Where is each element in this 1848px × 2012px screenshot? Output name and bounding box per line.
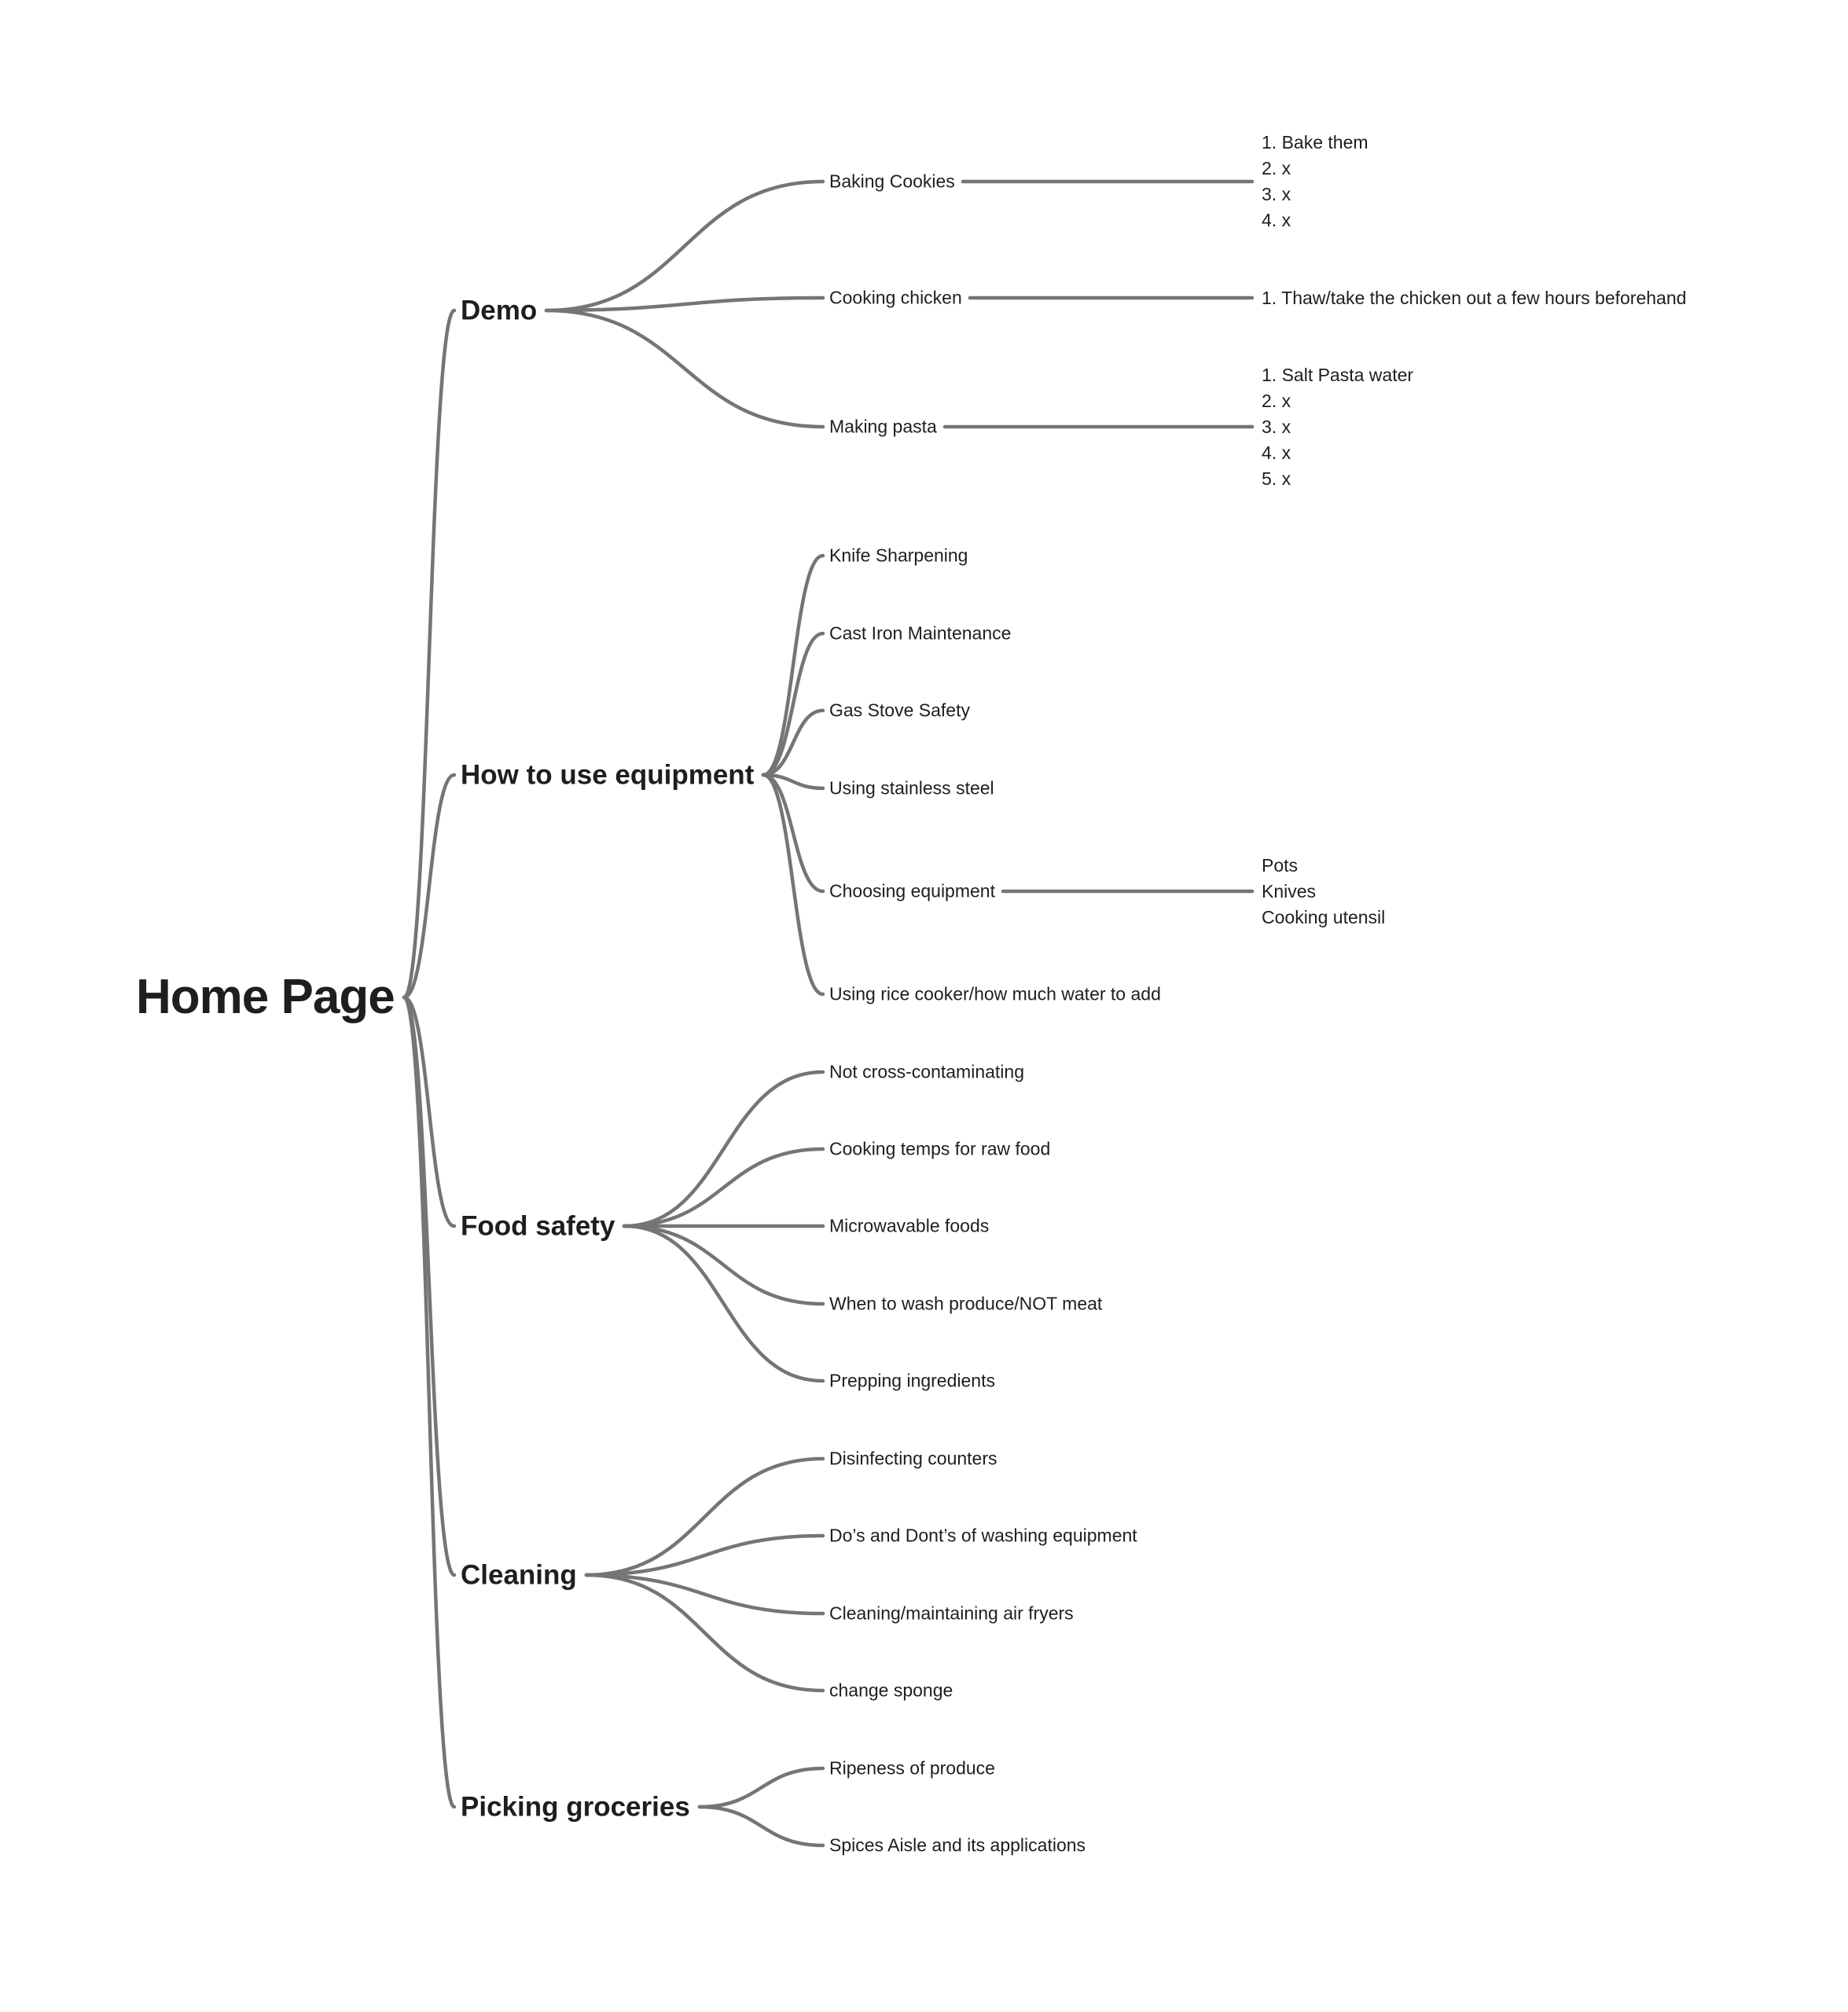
topic-node-ripeness-of-produce[interactable]: Ripeness of produce <box>829 1757 995 1779</box>
connector-how-to-use-equipment-to-using-rice-cooker-how-much-water-to-add <box>761 773 825 997</box>
detail-item[interactable]: Cooking utensil <box>1262 906 1386 927</box>
connector-how-to-use-equipment-to-choosing-equipment <box>761 773 825 894</box>
detail-item[interactable]: 5. x <box>1262 468 1291 489</box>
connector-picking-groceries-to-spices-aisle-and-its-applications <box>697 1805 825 1848</box>
connector-food-safety-to-when-to-wash-produce-not-meat <box>622 1224 825 1306</box>
topic-node-do-s-and-dont-s-of-washing-equipment[interactable]: Do’s and Dont’s of washing equipment <box>829 1525 1137 1546</box>
connector-demo-to-cooking-chicken <box>544 296 825 313</box>
connector-picking-groceries-to-ripeness-of-produce <box>697 1766 825 1809</box>
topic-node-change-sponge[interactable]: change sponge <box>829 1680 953 1701</box>
detail-item[interactable]: 4. x <box>1262 442 1291 463</box>
topic-node-using-stainless-steel[interactable]: Using stainless steel <box>829 777 994 799</box>
detail-item[interactable]: 3. x <box>1262 416 1291 437</box>
connector-how-to-use-equipment-to-cast-iron-maintenance <box>761 631 825 777</box>
topic-node-cooking-chicken[interactable]: Cooking chicken <box>829 287 962 308</box>
connector-cleaning-to-cleaning-maintaining-air-fryers <box>584 1573 825 1616</box>
topic-node-baking-cookies[interactable]: Baking Cookies <box>829 171 955 192</box>
connector-root-to-picking-groceries <box>402 995 457 1809</box>
branch-node-picking-groceries[interactable]: Picking groceries <box>461 1791 690 1823</box>
topic-node-cleaning-maintaining-air-fryers[interactable]: Cleaning/maintaining air fryers <box>829 1603 1074 1624</box>
topic-node-using-rice-cooker-how-much-water-to-add[interactable]: Using rice cooker/how much water to add <box>829 983 1161 1004</box>
connector-how-to-use-equipment-to-knife-sharpening <box>761 553 825 777</box>
connector-food-safety-to-prepping-ingredients <box>622 1224 825 1383</box>
detail-item[interactable]: 2. x <box>1262 390 1291 411</box>
connector-root-to-cleaning <box>402 995 457 1577</box>
connector-cleaning-to-do-s-and-dont-s-of-washing-equipment <box>584 1533 825 1577</box>
connector-root-to-food-safety <box>402 995 457 1228</box>
connector-how-to-use-equipment-to-gas-stove-safety <box>761 708 825 777</box>
detail-item[interactable]: 3. x <box>1262 184 1291 204</box>
topic-node-choosing-equipment[interactable]: Choosing equipment <box>829 880 995 901</box>
connector-how-to-use-equipment-to-using-stainless-steel <box>761 773 825 791</box>
branch-node-cleaning[interactable]: Cleaning <box>461 1559 577 1591</box>
detail-item[interactable]: 2. x <box>1262 158 1291 178</box>
topic-node-spices-aisle-and-its-applications[interactable]: Spices Aisle and its applications <box>829 1834 1086 1856</box>
detail-item[interactable]: 1. Thaw/take the chicken out a few hours… <box>1262 287 1687 308</box>
detail-list-baking-cookies: 1. Bake them 2. x 3. x 4. x <box>1262 130 1369 233</box>
topic-node-not-cross-contaminating[interactable]: Not cross-contaminating <box>829 1061 1024 1082</box>
topic-node-cast-iron-maintenance[interactable]: Cast Iron Maintenance <box>829 622 1012 644</box>
topic-node-cooking-temps-for-raw-food[interactable]: Cooking temps for raw food <box>829 1138 1051 1159</box>
topic-node-gas-stove-safety[interactable]: Gas Stove Safety <box>829 699 970 721</box>
topic-node-knife-sharpening[interactable]: Knife Sharpening <box>829 545 968 566</box>
connector-demo-to-making-pasta <box>544 308 825 429</box>
connector-demo-to-baking-cookies <box>544 179 825 313</box>
topic-node-prepping-ingredients[interactable]: Prepping ingredients <box>829 1370 995 1391</box>
branch-node-how-to-use-equipment[interactable]: How to use equipment <box>461 759 755 791</box>
detail-item[interactable]: 1. Bake them <box>1262 132 1369 152</box>
detail-item[interactable]: Knives <box>1262 880 1317 901</box>
connector-cleaning-to-disinfecting-counters <box>584 1456 825 1577</box>
detail-list-making-pasta: 1. Salt Pasta water 2. x 3. x 4. x 5. x <box>1262 362 1413 492</box>
topic-node-making-pasta[interactable]: Making pasta <box>829 416 937 437</box>
connector-root-to-how-to-use-equipment <box>402 773 457 1000</box>
connector-cleaning-to-change-sponge <box>584 1573 825 1693</box>
detail-item[interactable]: 4. x <box>1262 210 1291 230</box>
detail-list-cooking-chicken: 1. Thaw/take the chicken out a few hours… <box>1262 285 1686 311</box>
connector-root-to-demo <box>402 308 457 1000</box>
topic-node-when-to-wash-produce-not-meat[interactable]: When to wash produce/NOT meat <box>829 1293 1103 1314</box>
connector-food-safety-to-cooking-temps-for-raw-food <box>622 1147 825 1228</box>
branch-node-demo[interactable]: Demo <box>461 295 538 326</box>
connector-food-safety-to-not-cross-contaminating <box>622 1070 825 1228</box>
topic-node-disinfecting-counters[interactable]: Disinfecting counters <box>829 1448 997 1469</box>
detail-item[interactable]: 1. Salt Pasta water <box>1262 364 1414 385</box>
topic-node-microwavable-foods[interactable]: Microwavable foods <box>829 1215 990 1236</box>
branch-node-food-safety[interactable]: Food safety <box>461 1210 615 1242</box>
root-node-home-page[interactable]: Home Page <box>136 970 395 1024</box>
detail-item[interactable]: Pots <box>1262 854 1299 876</box>
